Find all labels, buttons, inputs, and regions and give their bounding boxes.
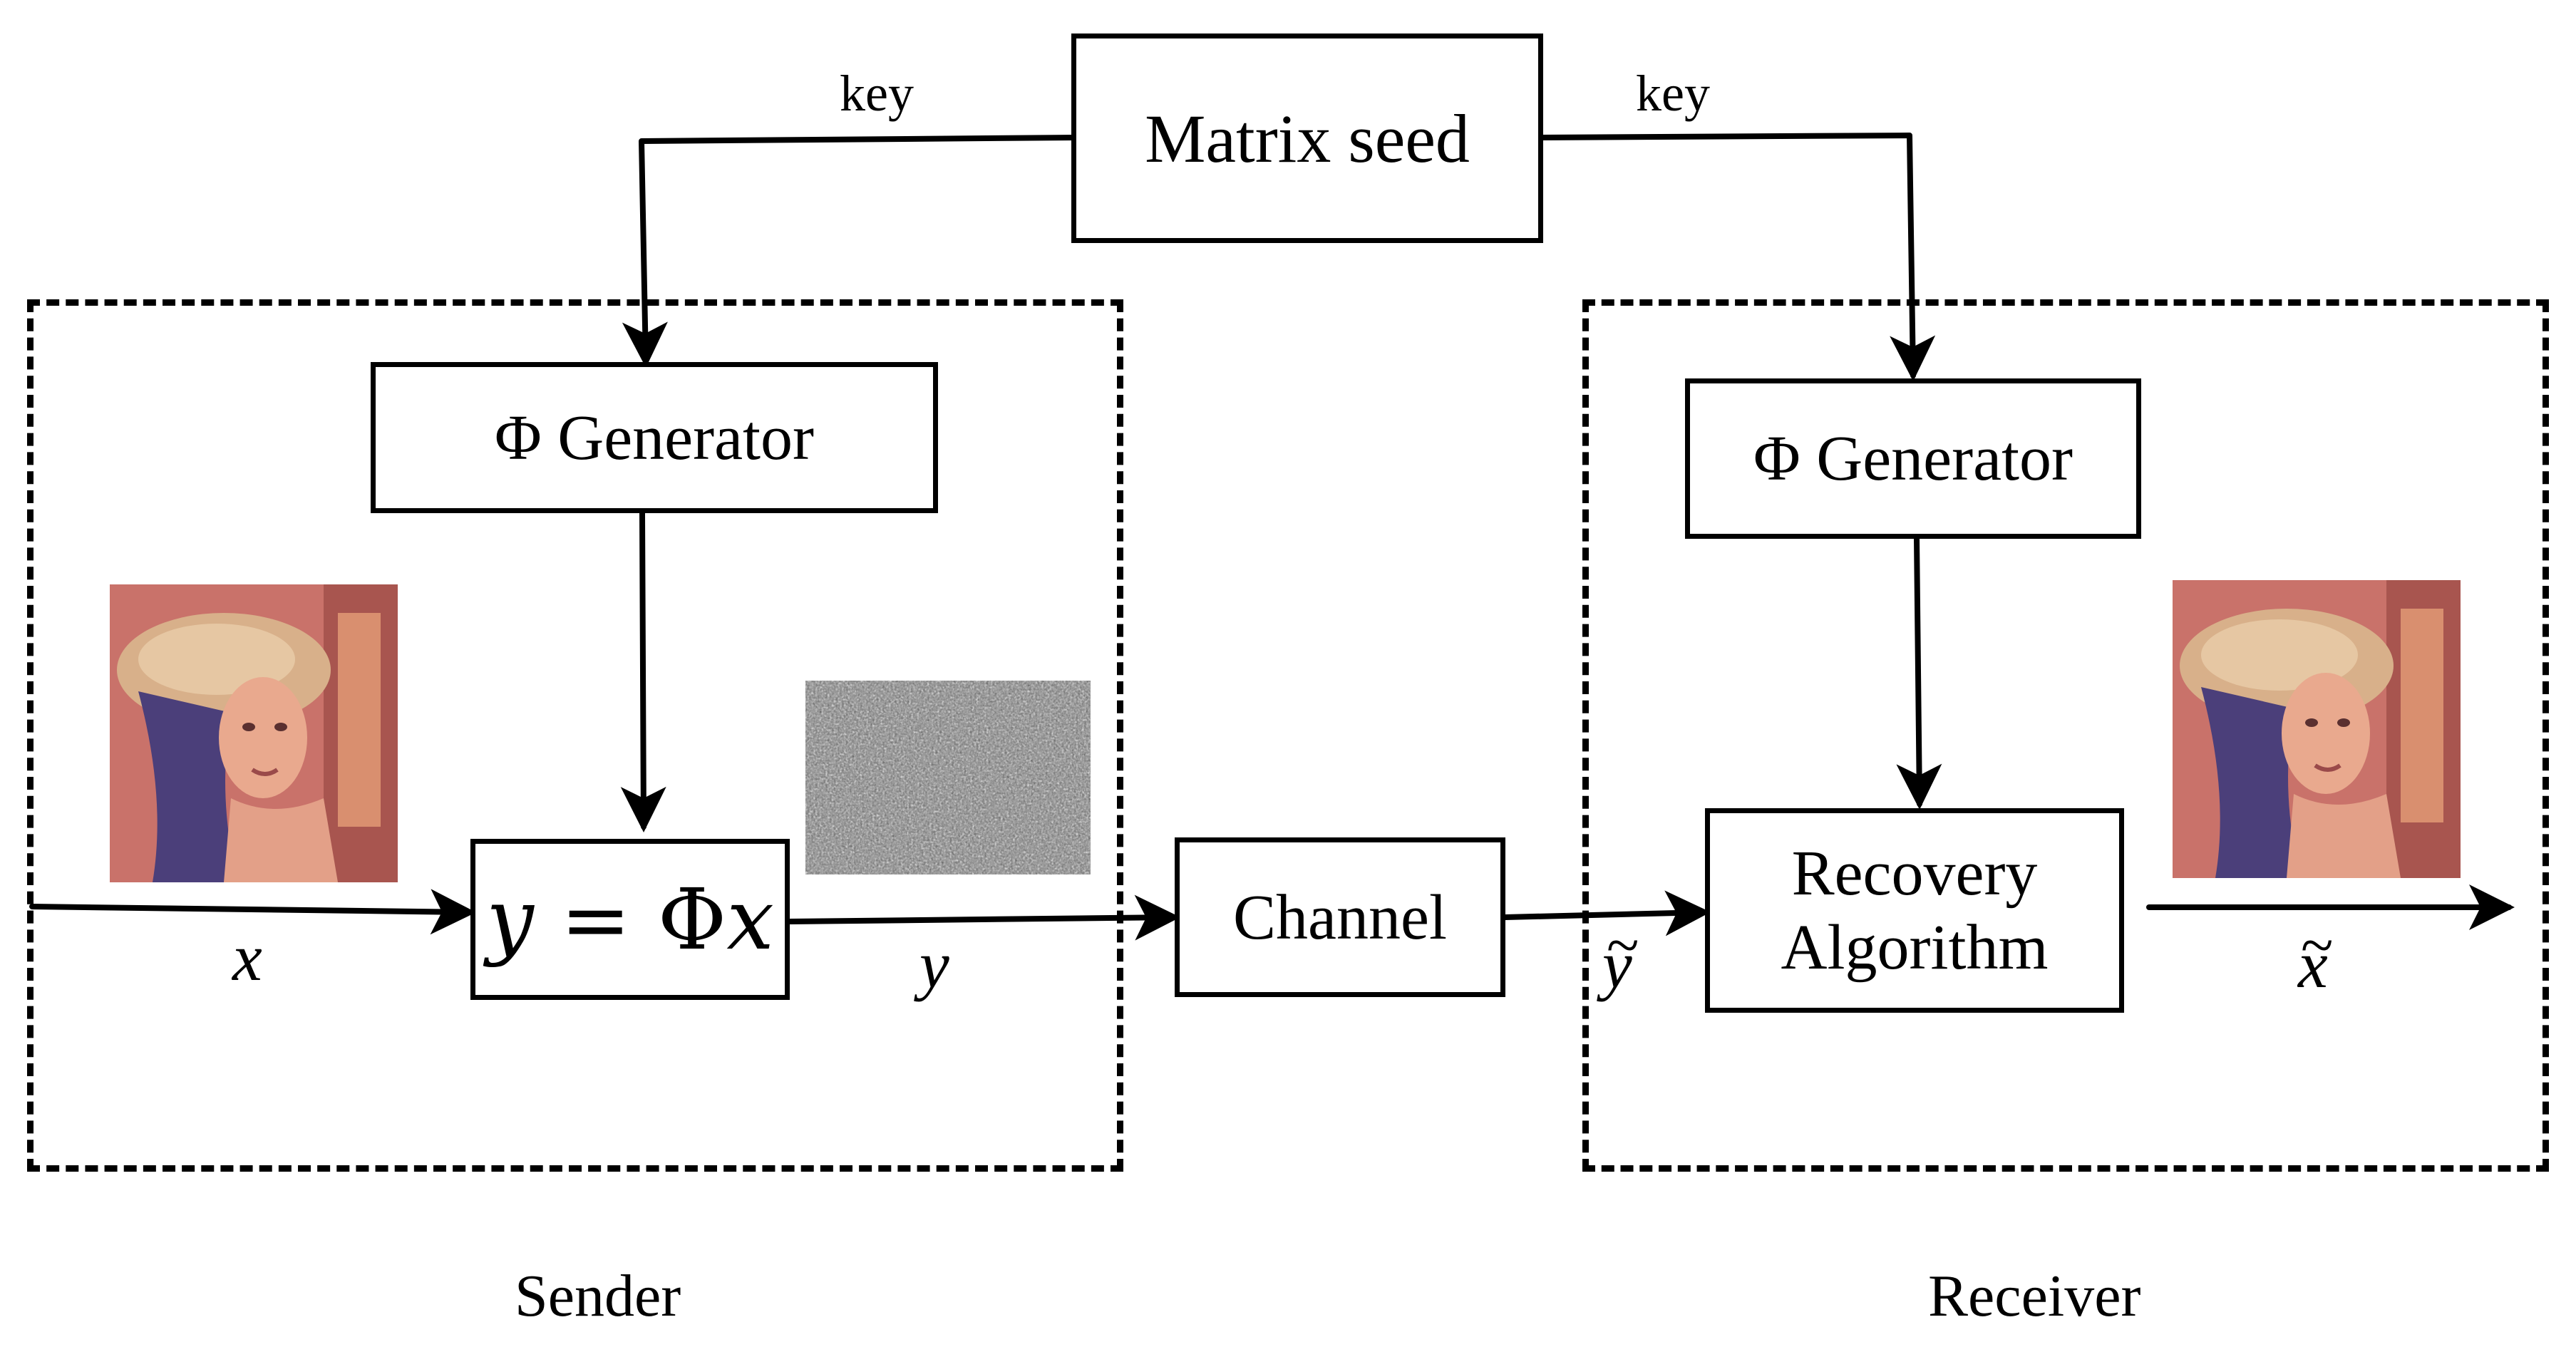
matrix-seed-box: Matrix seed <box>1071 33 1543 243</box>
receiver-group-frame <box>1582 299 2549 1172</box>
measurement-symbol-y: y <box>919 928 949 1002</box>
recovery-algorithm-line1: Recovery <box>1791 838 2038 909</box>
channel-label: Channel <box>1233 882 1447 953</box>
key-left-arrow <box>622 135 1079 368</box>
input-portrait-picture <box>110 584 398 882</box>
channel-arrow <box>1503 890 1711 936</box>
reconstructed-symbol: ~ x <box>2298 912 2333 1003</box>
output-portrait-picture <box>2173 580 2461 878</box>
equation-phi: = Φ <box>533 870 727 969</box>
matrix-seed-label: Matrix seed <box>1145 100 1470 177</box>
sender-phi-generator-box: Φ Generator <box>371 362 938 513</box>
reconstructed-symbol-x: x <box>2298 928 2328 1002</box>
measurement-equation-box: y = Φx <box>470 839 790 1000</box>
equation-x: x <box>726 870 774 969</box>
receiver-generator-arrow <box>1896 535 1942 810</box>
receiver-phi-generator-label: Φ Generator <box>1753 423 2073 494</box>
key-right-arrow <box>1537 133 1936 381</box>
key-right-label: key <box>1636 65 1710 122</box>
sender-label: Sender <box>515 1263 681 1329</box>
receiver-label: Receiver <box>1928 1263 2141 1329</box>
noise-pattern-picture <box>805 681 1091 874</box>
receiver-phi-generator-box: Φ Generator <box>1685 378 2141 539</box>
sender-group-frame <box>27 299 1123 1172</box>
input-symbol-x: x <box>232 921 262 995</box>
sender-phi-generator-label: Φ Generator <box>494 402 815 473</box>
measurement-arrow <box>787 894 1180 941</box>
received-tilde: ~ <box>1607 912 1639 979</box>
input-image <box>110 584 398 882</box>
key-left-label: key <box>840 65 914 122</box>
received-symbol-y: y <box>1602 928 1632 1002</box>
recovery-algorithm-line2: Algorithm <box>1781 912 2049 983</box>
output-image <box>2173 580 2461 878</box>
measurement-equation: y = Φx <box>486 870 774 969</box>
input-arrow <box>29 889 476 935</box>
received-symbol: ~ y <box>1602 912 1639 1003</box>
sender-generator-arrow <box>620 510 666 832</box>
reconstructed-tilde: ~ <box>2301 912 2334 979</box>
equation-y: y <box>486 870 534 969</box>
recovery-algorithm-box: Recovery Algorithm <box>1705 808 2124 1013</box>
measurement-noise-image <box>805 681 1091 874</box>
channel-box: Channel <box>1175 837 1505 997</box>
